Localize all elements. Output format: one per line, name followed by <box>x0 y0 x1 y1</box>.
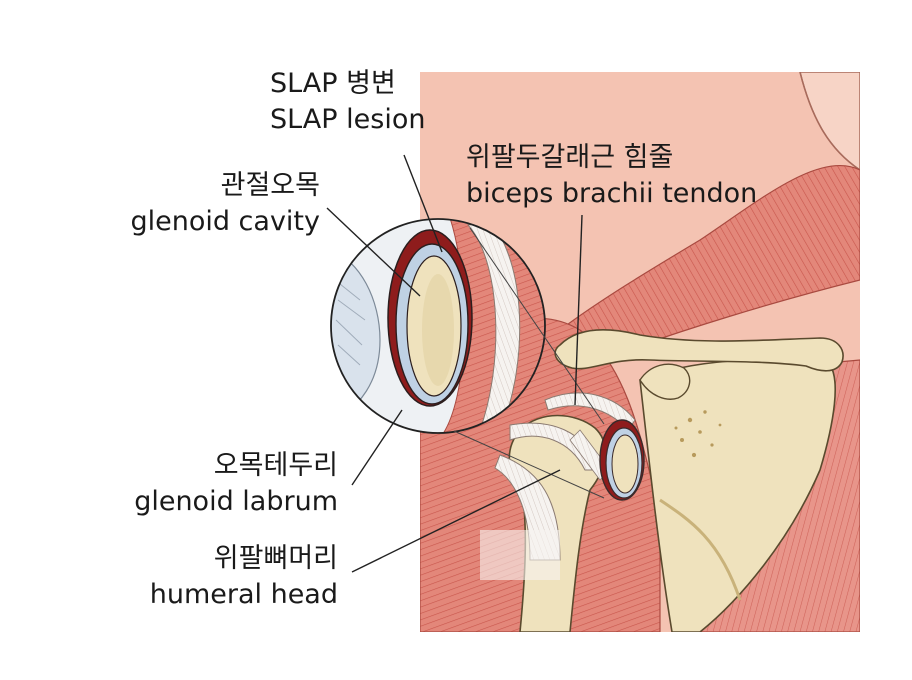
leader-glenoid-cavity <box>326 207 421 297</box>
label-biceps-tendon-ko: 위팔두갈래근 힘줄 <box>466 142 674 173</box>
label-biceps-tendon-en: biceps brachii tendon <box>466 178 758 209</box>
leader-slap <box>403 154 443 253</box>
label-glenoid-labrum: 오목테두리 glenoid labrum <box>134 448 338 520</box>
leader-lines <box>326 154 583 573</box>
glenoid-small-cavity <box>611 434 639 494</box>
label-biceps-tendon: 위팔두갈래근 힘줄 biceps brachii tendon <box>466 140 757 212</box>
label-slap-en: SLAP lesion <box>270 104 426 135</box>
label-humeral-head-en: humeral head <box>149 579 338 610</box>
label-glenoid-cavity: 관절오목 glenoid cavity <box>130 168 320 240</box>
leader-biceps-tendon <box>574 214 583 406</box>
clavicle-bone <box>554 329 844 372</box>
magnified-inset <box>330 218 605 499</box>
coracoid-process <box>639 363 691 400</box>
inset-border <box>330 218 546 434</box>
label-humeral-head-ko: 위팔뼈머리 <box>213 543 338 574</box>
label-humeral-head: 위팔뼈머리 humeral head <box>150 541 338 613</box>
leader-glenoid-labrum <box>351 409 403 486</box>
trapezius-muscle <box>558 164 860 361</box>
label-slap-lesion: SLAP 병변 SLAP lesion <box>270 66 425 138</box>
label-slap-ko: SLAP 병변 <box>270 68 396 99</box>
label-glenoid-cavity-ko: 관절오목 <box>220 170 320 201</box>
label-glenoid-labrum-ko: 오목테두리 <box>213 450 338 481</box>
leader-humeral-head <box>351 469 561 573</box>
scapula-texture <box>674 410 722 458</box>
label-glenoid-labrum-en: glenoid labrum <box>134 486 338 517</box>
label-glenoid-cavity-en: glenoid cavity <box>130 206 320 237</box>
shoulder-panel <box>420 72 860 632</box>
